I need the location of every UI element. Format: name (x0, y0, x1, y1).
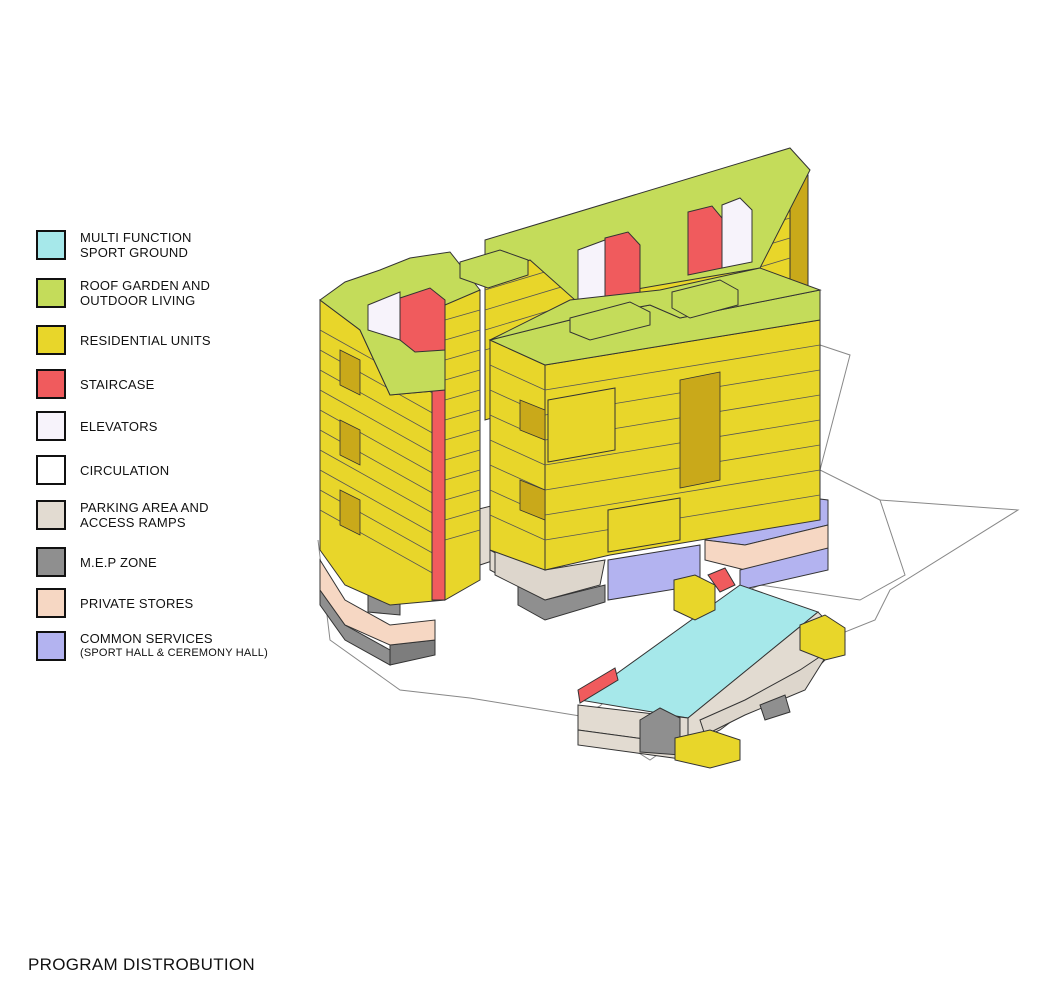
front-recess-left (519, 399, 546, 441)
legend-swatch (36, 500, 66, 530)
legend-item-staircase: STAIRCASE (36, 369, 155, 399)
sport-hall-staircase-2 (707, 567, 736, 593)
left-tower (319, 251, 481, 606)
roof-planter-right (671, 279, 739, 319)
legend-swatch (36, 455, 66, 485)
roof-planter-left (459, 249, 529, 289)
legend-item-elevators: ELEVATORS (36, 411, 158, 441)
legend-item-common-services: COMMON SERVICES(SPORT HALL & CEREMONY HA… (36, 631, 268, 661)
staircase-right (687, 205, 723, 276)
sport-hall (577, 567, 846, 769)
left-staircase-top (399, 287, 446, 353)
legend-label: RESIDENTIAL UNITS (80, 332, 211, 348)
legend-swatch (36, 230, 66, 260)
sport-hall-mep-2 (759, 694, 791, 721)
front-recess-left-2 (519, 479, 546, 521)
sport-hall-staircase (577, 667, 619, 704)
legend-item-mep: M.E.P ZONE (36, 547, 157, 577)
sport-hall-residential-1 (674, 729, 741, 769)
legend-swatch (36, 369, 66, 399)
front-low-box (607, 497, 681, 553)
diagram-title: PROGRAM DISTROBUTION (28, 955, 256, 974)
stores-left (319, 558, 436, 646)
legend-label: ELEVATORS (80, 418, 158, 434)
site-outline-north (804, 339, 881, 501)
left-tower-recess-2 (339, 419, 361, 466)
legend-item-residential: RESIDENTIAL UNITS (36, 325, 211, 355)
left-tower-floor-lines (319, 309, 481, 581)
legend-swatch (36, 278, 66, 308)
legend-swatch (36, 325, 66, 355)
legend-item-private-stores: PRIVATE STORES (36, 588, 193, 618)
roof-planter-mid (569, 301, 651, 341)
legend-label: STAIRCASE (80, 376, 155, 392)
left-tower-recess-3 (339, 489, 361, 536)
front-block (488, 267, 822, 571)
legend-label: COMMON SERVICES(SPORT HALL & CEREMONY HA… (80, 631, 268, 659)
legend-swatch (36, 588, 66, 618)
front-recess-right (679, 371, 721, 489)
legend-swatch (36, 411, 66, 441)
legend-label: PRIVATE STORES (80, 595, 194, 611)
staircase-mid (604, 231, 641, 301)
legend-label: M.E.P ZONE (80, 554, 157, 570)
sport-hall-residential-3 (673, 574, 716, 621)
legend-swatch (36, 547, 66, 577)
elevators-mid (577, 239, 606, 306)
legend-swatch (36, 631, 66, 661)
front-projection-box (547, 387, 616, 463)
common-services-right-low (739, 547, 829, 591)
elevators-right (721, 197, 753, 269)
legend-item-circulation: CIRCULATION (36, 455, 169, 485)
front-block-left (489, 339, 546, 571)
sport-hall-residential-2 (799, 614, 846, 661)
left-tower-recess-1 (339, 349, 361, 396)
legend-label: CIRCULATION (80, 462, 170, 478)
left-tower-side (444, 289, 481, 601)
